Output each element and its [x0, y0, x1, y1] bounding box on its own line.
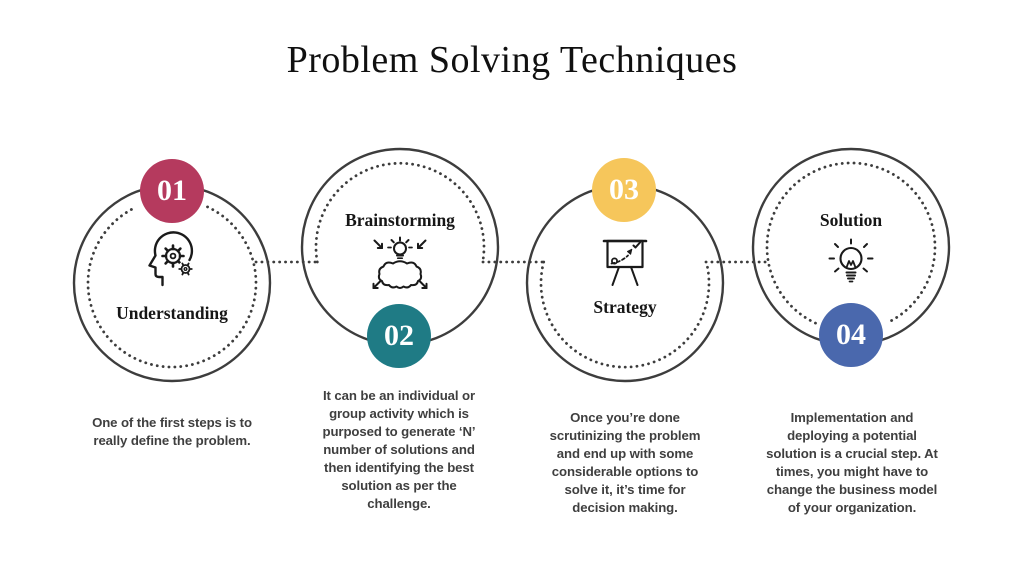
step-4-label: Solution — [819, 210, 883, 230]
step-4-badge: 04 — [819, 303, 883, 367]
step-4-number: 04 — [836, 318, 866, 351]
page-title: Problem Solving Techniques — [286, 39, 738, 81]
strategy-board-icon — [602, 239, 648, 286]
dotted-ring-1 — [86, 205, 258, 369]
head-gears-icon — [148, 231, 194, 287]
dotted-ring-4 — [765, 161, 937, 325]
dotted-arc-3 — [539, 260, 711, 369]
step-1-description: One of the first steps is to really defi… — [92, 415, 252, 449]
step-2-number: 02 — [384, 319, 414, 352]
step-2-label: Brainstorming — [345, 210, 455, 230]
step-2-description: It can be an individual or group activit… — [322, 388, 476, 512]
step-4-description: Implementation and deploying a potential… — [766, 410, 938, 516]
step-1-badge: 01 — [140, 159, 204, 223]
step-1-number: 01 — [157, 174, 187, 207]
step-3-number: 03 — [609, 173, 639, 206]
dotted-arc-2 — [314, 161, 486, 264]
step-3-label: Strategy — [593, 297, 657, 317]
brainstorm-cloud-icon — [372, 236, 428, 289]
solution-lightbulb-icon — [828, 238, 874, 283]
step-2-badge: 02 — [367, 304, 431, 368]
step-3-description: Once you’re done scrutinizing the proble… — [549, 410, 701, 516]
step-3-badge: 03 — [592, 158, 656, 222]
step-1-label: Understanding — [116, 303, 228, 323]
